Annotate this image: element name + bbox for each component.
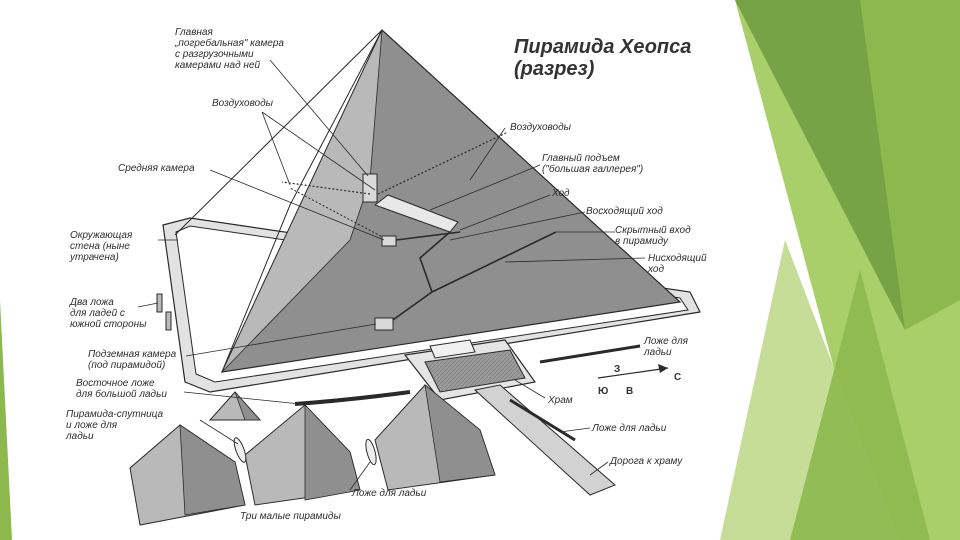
label-hidden-entrance: Скрытный вход в пирамиду	[615, 225, 691, 247]
label-grand-gallery: Главный подъем ("большая галлерея")	[542, 153, 644, 175]
label-boat-pit-causeway: Ложе для ладьи	[592, 423, 667, 434]
grand-gallery	[373, 194, 459, 233]
label-main-chamber: Главная „погребальная" камера с разгрузо…	[175, 27, 284, 71]
label-boat-pit-bottom: Ложе для ладьи	[352, 488, 427, 499]
compass-west: З	[614, 364, 621, 375]
boat-pit-south-2	[165, 311, 172, 331]
satellite-pyramid	[208, 391, 262, 421]
internal-passages	[281, 131, 557, 331]
label-satellite-pyramid: Пирамида-спутница и ложе для ладьи	[66, 409, 164, 442]
label-east-boat-pit: Восточное ложе для большой ладьи	[76, 378, 167, 400]
label-causeway: Дорога к храму	[610, 456, 683, 467]
ascending-passage	[419, 231, 451, 293]
relieving-chambers	[362, 173, 378, 203]
small-pyramid-2	[244, 404, 361, 506]
green-shape-dark	[735, 0, 905, 330]
label-temple: Храм	[548, 395, 573, 406]
diagram-title: Пирамида Хеопса (разрез)	[514, 36, 691, 80]
label-two-boat-pits: Два ложа для ладей с южной стороны	[70, 297, 147, 330]
air-shaft-north	[377, 131, 509, 195]
label-boat-pit-right: Ложе для ладьи	[644, 336, 688, 358]
descending-passage	[389, 231, 557, 323]
label-air-shafts-left: Воздуховоды	[212, 98, 273, 109]
mortuary-temple	[403, 339, 537, 401]
label-descending-passage: Нисходящий ход	[648, 253, 707, 275]
title-line-1: Пирамида Хеопса	[514, 36, 692, 58]
air-shaft-south	[281, 181, 371, 195]
label-air-shafts-right: Воздуховоды	[510, 122, 571, 133]
small-pyramid-1	[129, 424, 246, 526]
compass-east: В	[626, 386, 634, 397]
label-passage: Ход	[552, 188, 570, 199]
compass-south: Ю	[598, 386, 609, 397]
small-pyramid-3	[374, 384, 496, 491]
label-ascending-passage: Восходящий ход	[586, 206, 663, 217]
boat-pit-east	[294, 390, 411, 406]
air-shaft-middle	[289, 187, 389, 241]
causeway	[473, 384, 616, 496]
outer-casing	[174, 29, 383, 236]
causeway-boat-pit	[509, 398, 576, 442]
title-line-2: (разрез)	[514, 58, 595, 80]
middle-chamber	[381, 235, 397, 247]
green-shape-left-corner	[0, 300, 12, 540]
label-three-small-pyramids: Три малые пирамиды	[240, 511, 341, 522]
label-underground-chamber: Подземная камера (под пирамидой)	[88, 349, 177, 371]
compass-arrow	[597, 364, 669, 379]
underground-chamber	[374, 317, 394, 331]
green-shape-mid	[860, 0, 960, 330]
label-middle-chamber: Средняя камера	[118, 163, 195, 174]
boat-pit-oval-2	[365, 438, 377, 466]
great-pyramid-cut	[221, 29, 383, 373]
compass-north: С	[674, 372, 682, 383]
leader-lines	[137, 59, 646, 491]
boat-pit-oval-1	[233, 437, 247, 463]
green-shape-light	[790, 270, 930, 540]
section-outline	[221, 29, 383, 373]
label-enclosure-wall: Окружающая стена (ныне утрачена)	[70, 230, 133, 263]
